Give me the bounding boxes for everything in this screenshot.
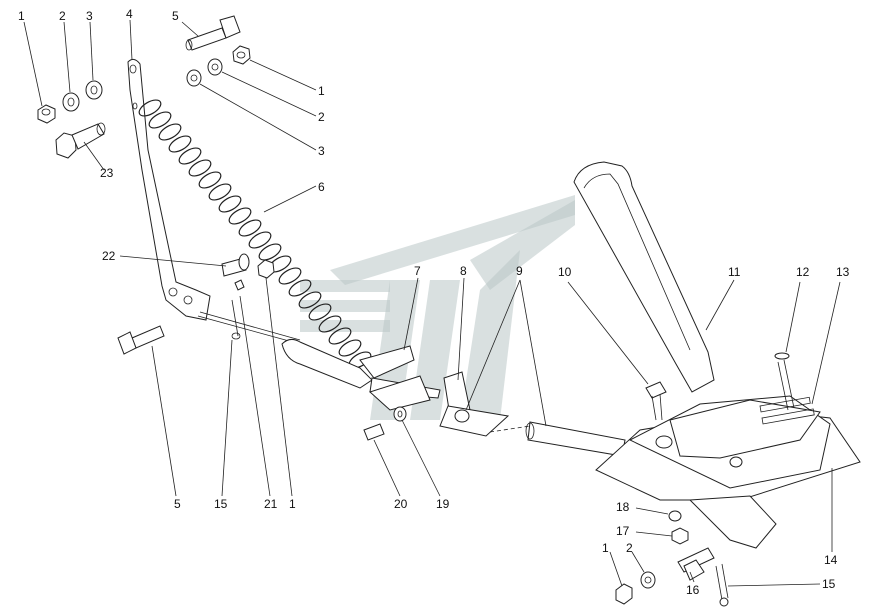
pin-icon [363,423,385,441]
callout-label: 21 [264,497,278,511]
bolt-icon [185,15,241,51]
nut-icon [37,104,56,124]
rod-icon [489,421,626,457]
callout-label: 8 [460,264,467,278]
spring-coil [198,171,222,189]
bushing-icon [677,547,715,581]
callout-label: 22 [102,249,116,263]
pin-icon [231,279,245,340]
spring-coil [248,231,272,249]
callout-label: 3 [86,9,93,23]
callout-label: 1 [289,497,296,511]
callout-label: 15 [822,577,836,591]
washer-icon [207,58,223,76]
leader-lines [23,19,841,587]
spring-coil [288,279,312,297]
callout-label: 6 [318,180,325,194]
pedal-icon [573,161,715,393]
callout-label: 12 [796,265,810,279]
callout-label: 16 [686,583,700,597]
spring-coil [298,291,322,309]
spring-coil [228,207,252,225]
lever-arm [127,58,301,345]
spring-coil [138,99,162,117]
spring-icon [138,99,372,369]
bushing-icon [55,122,106,159]
spring-coil [148,111,172,129]
pin-icon [774,352,795,411]
callout-labels: 1 2 3 4 5 1 2 3 6 23 22 7 8 9 10 11 12 1… [18,7,850,597]
callout-label: 4 [126,7,133,21]
nut-icon [671,527,689,545]
washer-icon [186,69,202,87]
watermark-logo [300,195,575,420]
washer-icon [85,80,103,100]
nut-icon [257,259,275,279]
callout-label: 1 [318,84,325,98]
callout-label: 5 [174,497,181,511]
callout-label: 3 [318,144,325,158]
washer-icon [668,510,682,522]
callout-label: 23 [100,166,114,180]
spring-coil [318,315,342,333]
callout-label: 18 [616,500,630,514]
callout-label: 2 [318,110,325,124]
nut-icon [615,583,633,605]
callout-label: 10 [558,265,572,279]
callout-label: 15 [214,497,228,511]
spring-coil [308,303,332,321]
callout-label: 11 [728,265,741,279]
callout-label: 17 [616,524,630,538]
washer-icon [62,92,80,112]
spring-coil [158,123,182,141]
bolt-icon [221,253,250,277]
bolt-icon [117,325,165,355]
washer-icon [640,571,656,589]
spring-coil [258,243,282,261]
cable-rod-icon [281,338,441,411]
pedal-base-icon [595,395,861,549]
bracket-icon [439,371,510,437]
nut-icon [232,45,251,65]
spring-coil [208,183,232,201]
bolt-icon [645,381,667,421]
callout-label: 14 [824,553,838,567]
callout-label: 2 [59,9,66,23]
washer-icon [393,406,407,422]
spring-coil [178,147,202,165]
spring-coil [328,327,352,345]
spring-coil [218,195,242,213]
spring-coil [338,339,362,357]
callout-label: 19 [436,497,450,511]
spring-coil [238,219,262,237]
callout-label: 20 [394,497,408,511]
callout-label: 7 [414,264,421,278]
spring-coil [168,135,192,153]
callout-label: 1 [602,541,609,555]
spring-coil [188,159,212,177]
pin-icon [715,563,729,607]
callout-label: 13 [836,265,850,279]
callout-label: 9 [516,264,523,278]
callout-label: 1 [18,9,25,23]
spring-coil [278,267,302,285]
callout-label: 2 [626,541,633,555]
callout-label: 5 [172,9,179,23]
